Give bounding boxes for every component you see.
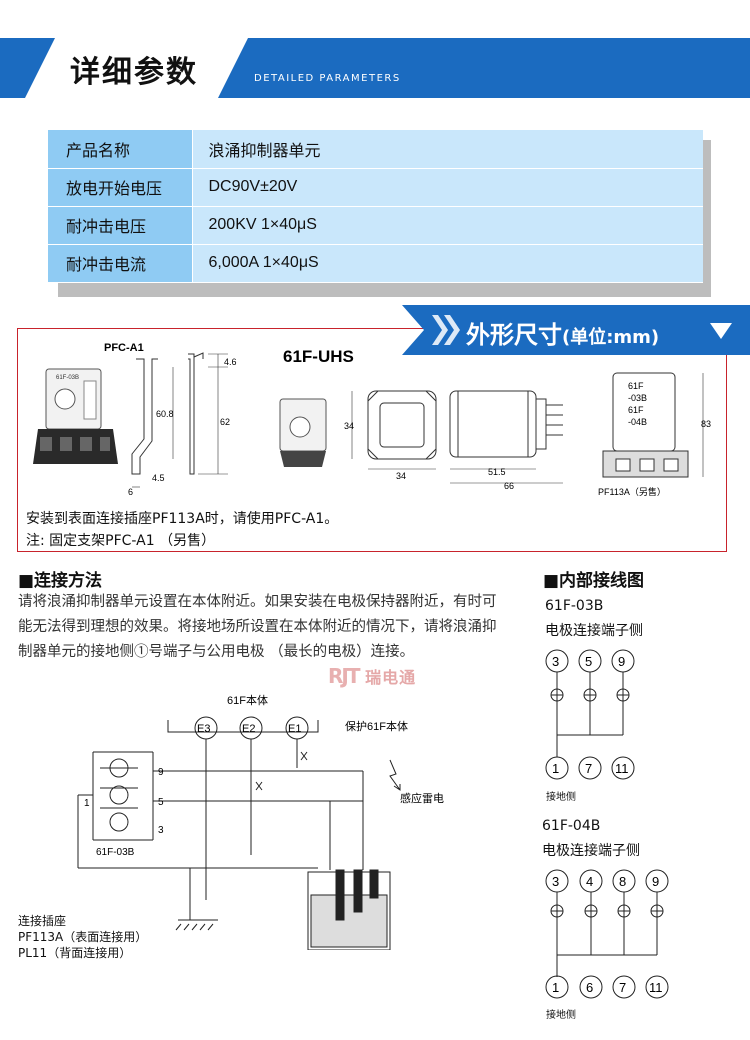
- banner-title: 详细参数: [70, 55, 198, 90]
- dim-83: 83: [701, 419, 711, 429]
- internal-b-ground: 接地侧: [546, 1010, 576, 1021]
- unit-label: 61F-03B: [96, 847, 135, 858]
- pin-a-top-1: 5: [585, 654, 592, 669]
- dimension-tag: 外形尺寸(单位:mm): [402, 305, 750, 355]
- param-value: 浪涌抑制器单元: [192, 130, 703, 169]
- dim-66: 66: [504, 481, 514, 491]
- terminal-5: 5: [158, 797, 164, 808]
- model-label: 61F-UHS: [283, 347, 354, 366]
- internal-diagram-b: 3 4 8 9 1 6 7 11: [545, 869, 669, 999]
- dim-60.8: 60.8: [156, 409, 174, 419]
- param-value: 6,000A 1×40μS: [192, 244, 703, 283]
- pin-a-top-0: 3: [552, 654, 559, 669]
- pin-b-top-3: 9: [652, 874, 659, 889]
- wiring-description: 请将浪涌抑制器单元设置在本体附近。如果安装在电极保持器附近，有时可能无法得到理想…: [18, 594, 497, 660]
- pin-b-top-1: 4: [586, 874, 593, 889]
- banner-subtitle: DETAILED PARAMETERS: [254, 73, 401, 84]
- pfc-label: PFC-A1: [104, 342, 144, 354]
- dim-51.5: 51.5: [488, 467, 506, 477]
- watermark: RJT 瑞电通: [328, 664, 417, 688]
- internal-a-desc: 电极连接端子侧: [545, 623, 643, 639]
- internal-diagram-a: 3 5 9 1 7 11: [545, 649, 635, 780]
- pin-b-top-2: 8: [619, 874, 626, 889]
- unit-photo-left: 61F-03B: [33, 368, 118, 464]
- dim-6: 6: [128, 487, 133, 497]
- terminal-e3: E3: [197, 723, 210, 735]
- internal-b-desc: 电极连接端子侧: [542, 843, 640, 859]
- pin-b-bot-3: 11: [649, 980, 663, 995]
- wiring-title: ■连接方法: [18, 571, 103, 591]
- table-row: 产品名称 浪涌抑制器单元: [48, 130, 703, 169]
- dim-4.6: 4.6: [224, 357, 237, 367]
- bracket-note: 注: 固定支架PFC-A1 （另售）: [26, 533, 216, 549]
- terminal-1: 1: [84, 798, 90, 809]
- body-label: 61F本体: [227, 693, 268, 707]
- internal-b-model: 61F-04B: [542, 818, 601, 834]
- terminal-e1: E1: [288, 723, 301, 735]
- terminal-e2: E2: [242, 723, 255, 735]
- dimension-box: PFC-A1 61F-03B 4.6 60.8 62 4.5: [17, 328, 727, 552]
- pin-a-bot-1: 7: [585, 761, 592, 776]
- lightning-label: 感应雷电: [400, 791, 444, 805]
- socket-text-2: -03B: [628, 393, 647, 403]
- pin-b-top-0: 3: [552, 874, 559, 889]
- unit-photo-small: [279, 398, 327, 467]
- terminal-3: 3: [158, 825, 164, 836]
- unit-face-text: 61F-03B: [56, 375, 79, 381]
- socket-drawing: [602, 372, 704, 478]
- pin-b-bot-2: 7: [619, 980, 626, 995]
- param-value: 200KV 1×40μS: [192, 206, 703, 245]
- socket-text-1: 61F: [628, 381, 644, 391]
- side-view: [449, 390, 563, 484]
- chevron-down-icon: [710, 323, 732, 339]
- dimension-tag-title: 外形尺寸(单位:mm): [466, 321, 660, 349]
- table-row: 耐冲击电流 6,000A 1×40μS: [48, 244, 703, 283]
- pin-a-top-2: 9: [618, 654, 625, 669]
- protect-label: 保护61F本体: [345, 719, 408, 733]
- dim-4.5: 4.5: [152, 473, 165, 483]
- tag-shape: [402, 305, 750, 355]
- banner-shape: [0, 38, 750, 98]
- dimension-drawing: PFC-A1 61F-03B 4.6 60.8 62 4.5: [33, 342, 711, 497]
- socket-caption: 连接插座 PF113A（表面连接用） PL11（背面连接用）: [18, 914, 148, 960]
- param-label: 耐冲击电压: [48, 206, 193, 245]
- pin-b-bot-0: 1: [552, 980, 559, 995]
- dim-34-h: 34: [396, 471, 406, 481]
- top-view: [351, 390, 437, 470]
- pin-a-bot-2: 11: [615, 761, 629, 776]
- internal-a-ground: 接地侧: [546, 792, 576, 803]
- install-note: 安装到表面连接插座PF113A时，请使用PFC-A1。: [26, 511, 339, 527]
- bracket-drawing: [131, 352, 228, 488]
- socket-text-4: -04B: [628, 417, 647, 427]
- internal-title: ■内部接线图: [543, 571, 645, 591]
- socket-label: PF113A（另售）: [598, 486, 666, 497]
- param-label: 耐冲击电流: [48, 244, 193, 283]
- param-table: 产品名称 浪涌抑制器单元 放电开始电压 DC90V±20V 耐冲击电压 200K…: [48, 130, 703, 283]
- table-row: 耐冲击电压 200KV 1×40μS: [48, 206, 703, 245]
- param-label: 放电开始电压: [48, 168, 193, 207]
- table-row: 放电开始电压 DC90V±20V: [48, 168, 703, 207]
- pin-b-bot-1: 6: [586, 980, 593, 995]
- internal-a-model: 61F-03B: [545, 598, 604, 614]
- param-value: DC90V±20V: [192, 168, 703, 207]
- wiring-diagram: 61F本体 保护61F本体 感应雷电 E3 E2 E1 9 5 3 1 61F-…: [77, 693, 444, 950]
- section-banner: 详细参数 DETAILED PARAMETERS: [0, 38, 750, 98]
- terminal-9: 9: [158, 767, 164, 778]
- dim-62: 62: [220, 417, 230, 427]
- dim-34-v: 34: [344, 421, 354, 431]
- param-label: 产品名称: [48, 130, 193, 169]
- pin-a-bot-0: 1: [552, 761, 559, 776]
- socket-text-3: 61F: [628, 405, 644, 415]
